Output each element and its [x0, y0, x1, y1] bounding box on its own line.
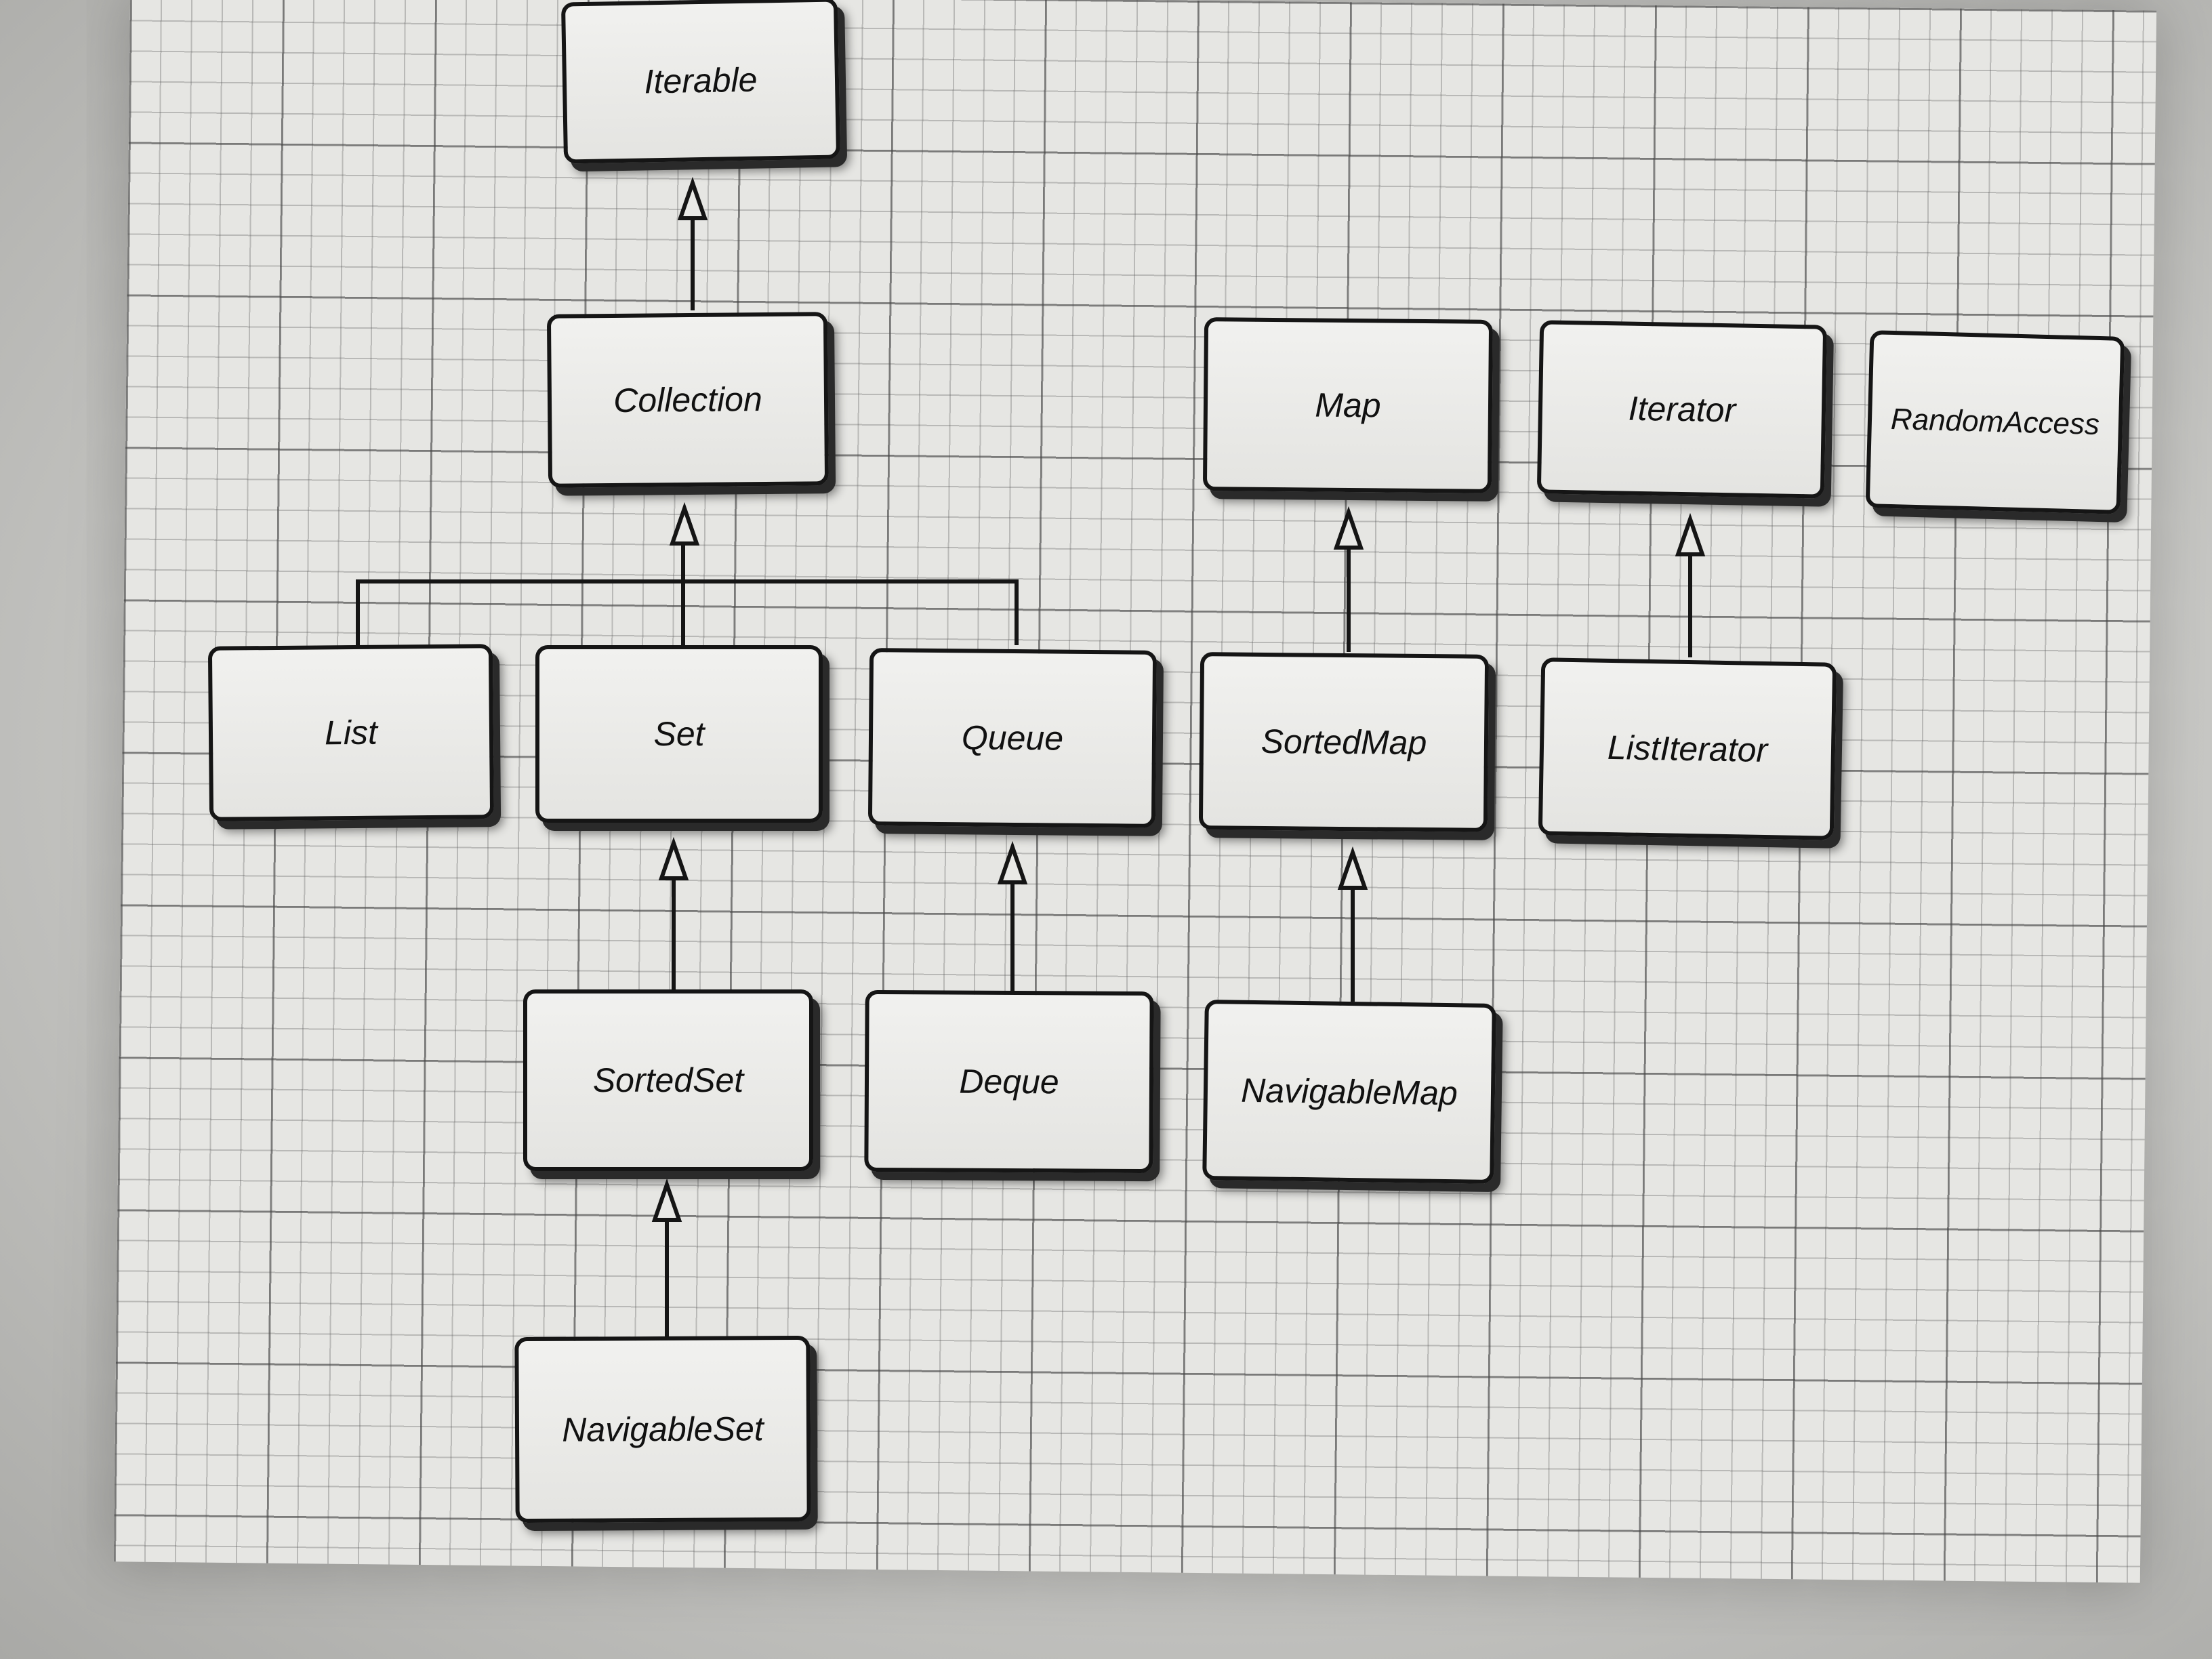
arrowhead-sortedset: [651, 1178, 682, 1222]
node-iterator: Iterator: [1536, 320, 1828, 499]
node-label-deque: Deque: [959, 1062, 1059, 1101]
arrowhead-queue: [997, 840, 1028, 884]
node-set: Set: [535, 645, 823, 823]
arrowhead-sortedmap: [1337, 846, 1368, 890]
arrowhead-iterator: [1675, 512, 1706, 556]
node-navigable-map: NavigableMap: [1202, 1000, 1496, 1184]
node-label-iterator: Iterator: [1628, 389, 1736, 430]
node-sorted-set: SortedSet: [523, 989, 813, 1171]
node-label-random-access: RandomAccess: [1890, 402, 2100, 442]
edge-list-collection: [356, 579, 1019, 645]
node-label-collection: Collection: [613, 380, 763, 419]
node-label-sorted-map: SortedMap: [1261, 722, 1427, 762]
node-map: Map: [1202, 317, 1494, 493]
node-label-map: Map: [1315, 386, 1381, 425]
node-label-iterable: Iterable: [644, 60, 758, 101]
node-iterable: Iterable: [560, 0, 841, 164]
node-deque: Deque: [864, 989, 1154, 1174]
node-list: List: [207, 644, 495, 821]
node-random-access: RandomAccess: [1865, 330, 2125, 514]
node-collection: Collection: [546, 312, 830, 488]
node-list-iterator: ListIterator: [1538, 657, 1837, 840]
node-sorted-map: SortedMap: [1198, 652, 1490, 832]
node-queue: Queue: [867, 648, 1158, 828]
arrowhead-iterable: [677, 176, 708, 220]
node-label-navigable-map: NavigableMap: [1240, 1071, 1458, 1113]
arrowhead-map: [1333, 506, 1364, 550]
node-label-set: Set: [653, 715, 705, 753]
node-label-list-iterator: ListIterator: [1607, 728, 1768, 770]
node-navigable-set: NavigableSet: [514, 1335, 811, 1523]
node-label-list: List: [324, 713, 378, 752]
arrowhead-set: [658, 836, 689, 880]
node-label-navigable-set: NavigableSet: [562, 1410, 764, 1449]
node-label-sorted-set: SortedSet: [592, 1061, 744, 1099]
arrowhead-collection: [669, 501, 700, 546]
node-label-queue: Queue: [961, 718, 1064, 758]
